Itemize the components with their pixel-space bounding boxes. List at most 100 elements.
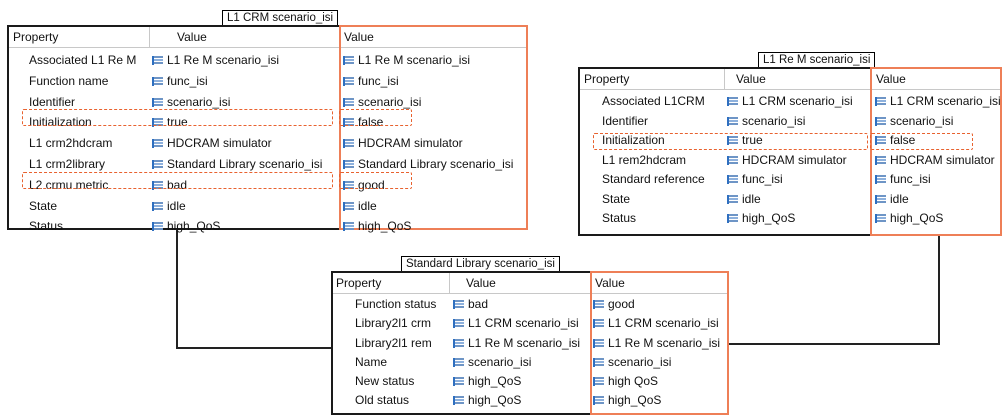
changed-row-highlight [339, 109, 412, 126]
property-list-icon [152, 56, 163, 65]
property-list-icon [343, 180, 354, 190]
property-value: scenario_isi [152, 92, 230, 113]
property-value-after: L1 CRM scenario_isi [593, 314, 719, 333]
table-row: high_QoS [341, 216, 526, 237]
property-list-icon [593, 319, 604, 329]
property-value-after: high_QoS [343, 216, 411, 237]
property-list-icon [727, 155, 738, 165]
connector-line [176, 228, 178, 349]
header-value: Value [177, 30, 207, 44]
property-value: L1 CRM scenario_isi [727, 92, 853, 112]
table-row: scenario_isi [592, 353, 727, 372]
property-value: HDCRAM simulator [727, 151, 847, 171]
value-text: scenario_isi [167, 94, 231, 109]
table-row: Name scenario_isi [333, 353, 590, 372]
table-row: false [872, 131, 1000, 151]
property-name: Library2l1 rem [355, 335, 432, 350]
table-row: func_isi [872, 170, 1000, 190]
header-value: Value [344, 30, 374, 44]
property-list-icon [343, 201, 354, 211]
table-row: L1 Re M scenario_isi [592, 334, 727, 353]
changed-row-highlight [870, 133, 973, 150]
property-value-after: Standard Library scenario_isi [343, 154, 513, 175]
property-value: true [727, 131, 763, 151]
value-text: L1 CRM scenario_isi [608, 316, 719, 331]
property-list-icon [152, 97, 163, 107]
property-list-icon [593, 357, 604, 367]
table-row: L1 CRM scenario_isi [872, 92, 1001, 112]
table-row: func_isi [341, 71, 526, 92]
table-title: L1 Re M scenario_isi [758, 52, 876, 68]
property-value-after: HDCRAM simulator [343, 133, 463, 154]
property-name: Name [355, 354, 388, 369]
property-name: Status [602, 211, 637, 225]
property-list-icon [453, 300, 464, 309]
value-text: func_isi [890, 172, 931, 186]
property-list-icon [453, 396, 464, 406]
property-name: State [29, 198, 58, 213]
table-header: Property Value [580, 69, 870, 90]
property-list-icon [152, 159, 163, 169]
table-row: State idle [9, 196, 339, 217]
property-name: Initialization [602, 133, 665, 147]
property-name: Associated L1 Re M [29, 53, 137, 67]
property-list-icon [593, 338, 604, 348]
property-value: L1 CRM scenario_isi [453, 314, 579, 333]
property-list-icon [593, 377, 604, 387]
property-value-after: false [875, 131, 915, 151]
value-text: HDCRAM simulator [742, 152, 847, 167]
value-text: func_isi [167, 73, 208, 88]
property-value: scenario_isi [727, 112, 805, 132]
value-text: scenario_isi [890, 113, 954, 128]
property-value-after: L1 Re M scenario_isi [593, 334, 720, 353]
value-text: Standard Library scenario_isi [358, 156, 514, 171]
header-value: Value [876, 72, 906, 86]
value-text: high_QoS [608, 393, 662, 408]
value-text: scenario_isi [742, 113, 806, 128]
property-list-icon [152, 222, 163, 232]
table-row: HDCRAM simulator [872, 151, 1000, 171]
table-row: high QoS [592, 372, 727, 391]
property-value: high_QoS [453, 372, 521, 391]
table-row: scenario_isi [341, 92, 526, 113]
property-value-after: high_QoS [593, 391, 661, 410]
property-list-icon [727, 194, 738, 204]
property-value-after: scenario_isi [593, 353, 671, 372]
value-text: scenario_isi [608, 354, 672, 369]
value-text: high QoS [608, 374, 659, 389]
property-value: func_isi [727, 170, 783, 190]
property-name: Function name [29, 73, 109, 88]
value-text: idle [742, 191, 761, 206]
table-row: Function name func_isi [9, 71, 339, 92]
value-text: idle [358, 198, 377, 213]
property-list-icon [727, 214, 738, 223]
property-value: high_QoS [727, 209, 795, 229]
value-text: high_QoS [742, 211, 796, 225]
property-value-after: scenario_isi [343, 92, 421, 113]
value-text: L1 Re M scenario_isi [358, 53, 471, 67]
property-name: L1 crm2hdcram [29, 136, 113, 151]
property-value: func_isi [152, 71, 208, 92]
property-value: Standard Library scenario_isi [152, 154, 322, 175]
value-text: high_QoS [468, 374, 522, 389]
value-text: good [608, 297, 635, 311]
property-value: scenario_isi [453, 353, 531, 372]
table-row: scenario_isi [872, 112, 1000, 132]
table-row: high_QoS [592, 391, 727, 410]
property-list-icon [343, 56, 354, 65]
value-text: func_isi [358, 73, 399, 88]
property-list-icon [453, 338, 464, 348]
property-list-icon [875, 136, 886, 145]
value-text: L1 CRM scenario_isi [742, 94, 853, 108]
value-text: idle [167, 198, 186, 213]
property-list-icon [727, 175, 738, 184]
